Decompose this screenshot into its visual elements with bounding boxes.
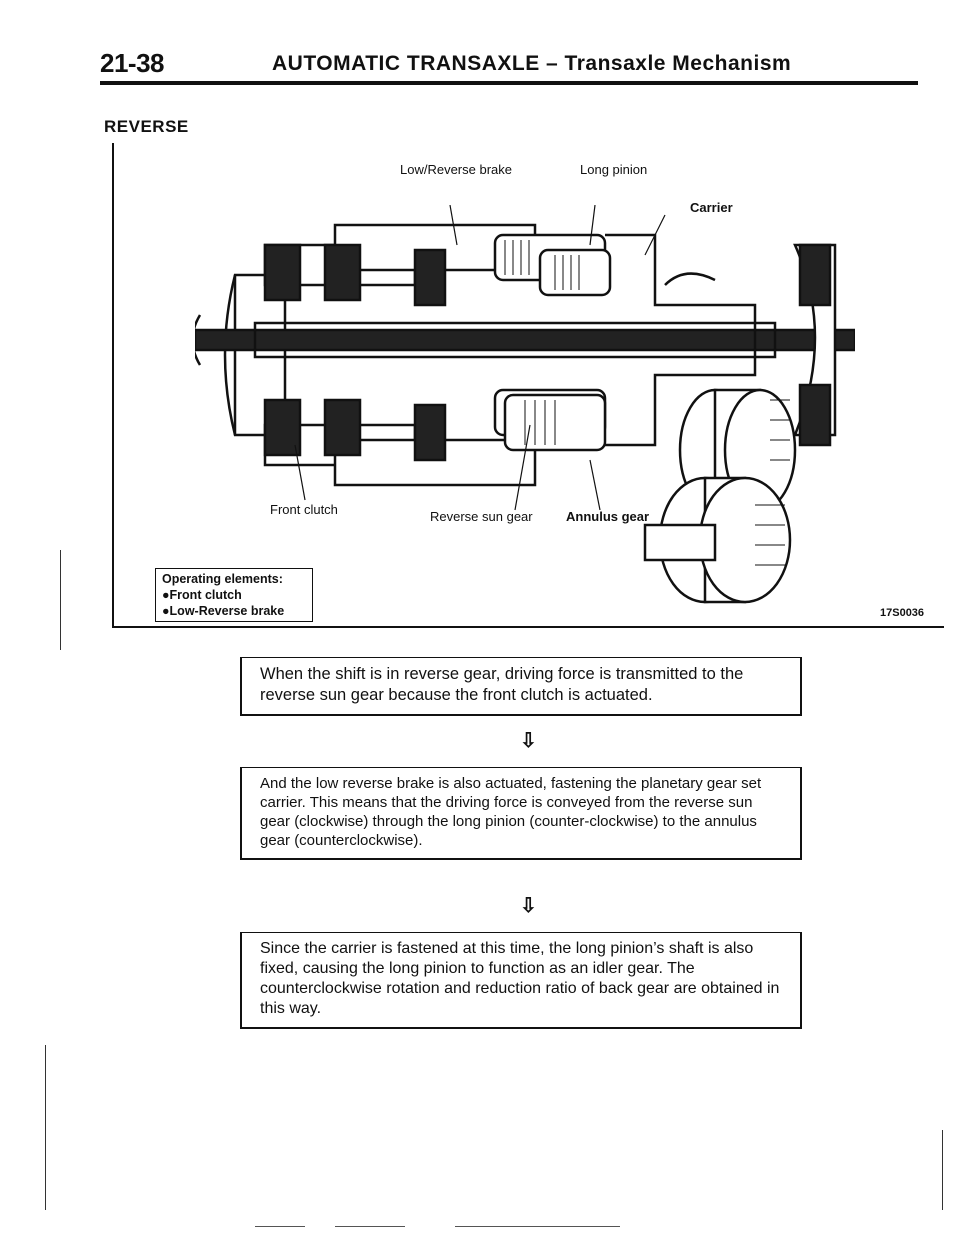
footer-rule <box>255 1226 305 1227</box>
footer-rule <box>455 1226 620 1227</box>
transaxle-diagram <box>195 205 855 604</box>
operating-elements-box: Operating elements: ●Front clutch ●Low-R… <box>155 568 313 622</box>
step-box-3: Since the carrier is fastened at this ti… <box>240 932 802 1029</box>
title-rule <box>100 81 918 85</box>
margin-mark <box>45 1045 46 1210</box>
page-title: AUTOMATIC TRANSAXLE – Transaxle Mechanis… <box>272 52 792 75</box>
operating-element-item: ●Front clutch <box>162 588 242 602</box>
long-pinion-label: Long pinion <box>580 162 648 177</box>
reverse-sun-gear-label: Reverse sun gear <box>430 509 533 524</box>
step-box-2: And the low reverse brake is also actuat… <box>240 767 802 860</box>
operating-elements-title: Operating elements: <box>162 572 283 586</box>
front-clutch-label: Front clutch <box>270 502 338 517</box>
carrier-label: Carrier <box>690 200 733 215</box>
margin-mark <box>942 1130 943 1210</box>
step-box-1: When the shift is in reverse gear, drivi… <box>240 657 802 716</box>
annulus-gear-label: Annulus gear <box>566 509 650 524</box>
figure-id: 17S0036 <box>880 607 925 619</box>
page-number: 21-38 <box>100 48 165 78</box>
figure-frame <box>112 143 944 628</box>
down-arrow-icon: ⇩ <box>520 730 537 752</box>
section-heading: REVERSE <box>104 117 189 136</box>
operating-element-item: ●Low-Reverse brake <box>162 604 285 618</box>
margin-mark <box>60 550 61 650</box>
footer-rule <box>335 1226 405 1227</box>
low-reverse-brake-label: Low/Reverse brake <box>400 162 512 177</box>
down-arrow-icon: ⇩ <box>520 895 537 917</box>
